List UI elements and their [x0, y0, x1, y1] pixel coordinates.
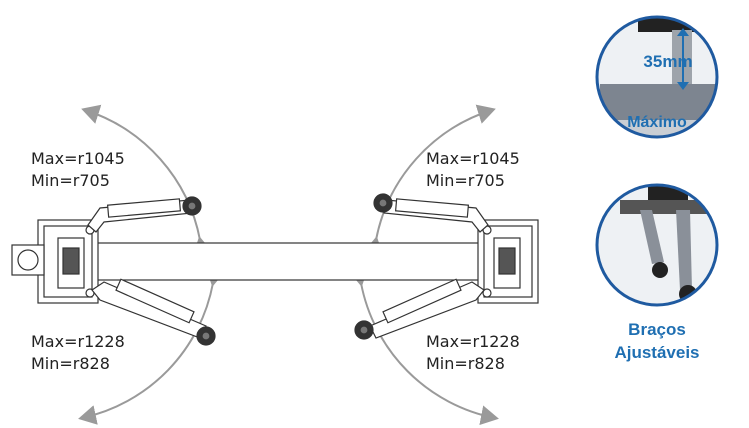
- rear-right-min-label: Min=r828: [426, 354, 505, 373]
- front-right-min-label: Min=r705: [426, 171, 505, 190]
- inset-adjustable-arms: [595, 183, 719, 307]
- arc-rear-right: [348, 267, 499, 426]
- rear-left-max-label: Max=r1228: [31, 332, 125, 351]
- arm-rear-right: [354, 278, 485, 340]
- rear-right-max-label: Max=r1228: [426, 332, 520, 351]
- arm-front-left: [87, 196, 202, 233]
- arc-front-left: [81, 104, 213, 256]
- arc-front-right: [363, 104, 496, 256]
- height-value: 35mm: [643, 52, 693, 71]
- left-column: [11, 219, 99, 304]
- arms-caption-line2: Ajustáveis: [614, 343, 700, 362]
- height-caption: Máximo: [627, 114, 687, 131]
- arms-caption-line1: Braços: [628, 320, 686, 339]
- rear-left-min-label: Min=r828: [31, 354, 110, 373]
- inset-pad-height: [595, 15, 719, 139]
- front-left-min-label: Min=r705: [31, 171, 110, 190]
- front-right-max-label: Max=r1045: [426, 149, 520, 168]
- arm-front-right: [373, 193, 489, 233]
- right-column: [477, 219, 539, 304]
- front-left-max-label: Max=r1045: [31, 149, 125, 168]
- floor-plate: [95, 242, 481, 281]
- arm-rear-left: [91, 278, 216, 346]
- arc-rear-left: [78, 267, 226, 425]
